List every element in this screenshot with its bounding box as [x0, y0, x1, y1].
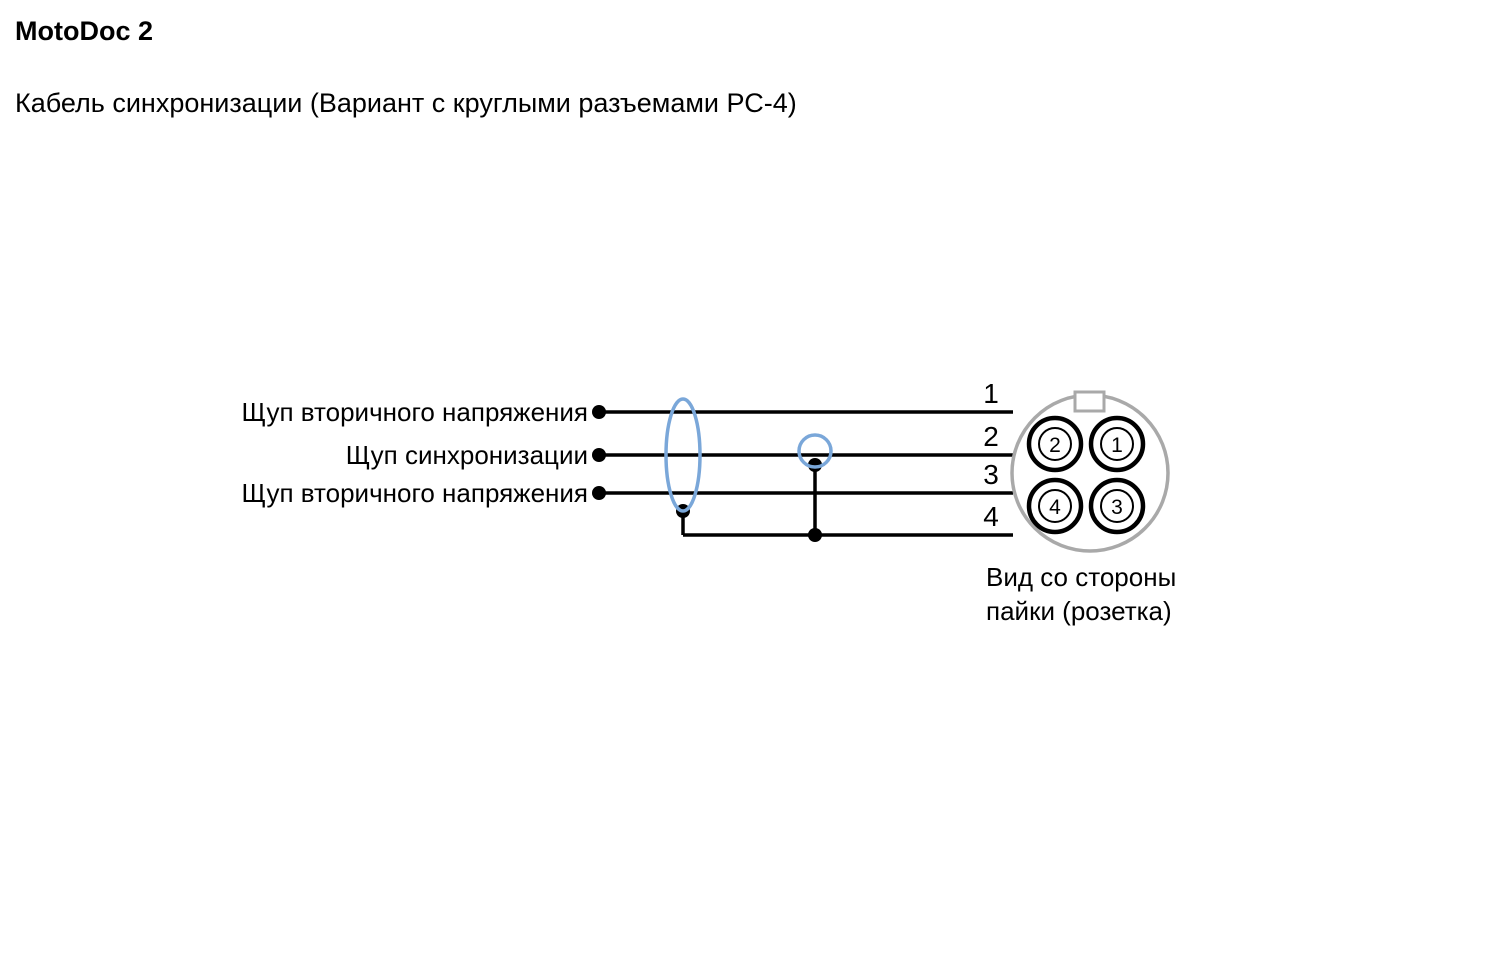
pin-1-label: 1	[1111, 434, 1123, 457]
app-title: MotoDoc 2	[15, 16, 153, 46]
connector-caption-line1: Вид со стороны	[986, 562, 1177, 592]
connector-caption-line2: пайки (розетка)	[986, 596, 1172, 626]
wire-2-label: Щуп синхронизации	[346, 440, 588, 470]
wire-row-3: Щуп вторичного напряжения 3	[242, 459, 1013, 508]
connector-pin-2: 2	[1026, 415, 1084, 473]
twisted-pair-marker	[664, 397, 702, 513]
wire-row-1: Щуп вторичного напряжения 1	[242, 378, 1013, 427]
wire-4-pin-number: 4	[983, 501, 999, 532]
coax-shield-dot	[808, 458, 822, 472]
connector-pin-1: 1	[1088, 415, 1146, 473]
connector-face: 2 1 4 3	[1010, 390, 1170, 553]
connector-caption: Вид со стороны пайки (розетка)	[986, 560, 1176, 628]
wire-1-label: Щуп вторичного напряжения	[242, 397, 588, 427]
diagram-title: Кабель синхронизации (Вариант с круглыми…	[15, 88, 797, 118]
pin-3-inner-ring	[1100, 489, 1134, 523]
wire-row-2: Щуп синхронизации 2	[346, 421, 1013, 470]
wire-1-pin-number: 1	[983, 378, 999, 409]
connector-pin-3: 3	[1088, 477, 1146, 535]
wire-3-pin-number: 3	[983, 459, 999, 490]
bus-junction-dot	[808, 528, 822, 542]
connector-key-notch	[1073, 390, 1106, 413]
pin-1-inner-ring	[1100, 427, 1134, 461]
wire-row-4: 4	[683, 501, 1013, 537]
pin-3-label: 3	[1111, 496, 1123, 519]
connector-outline	[1010, 393, 1170, 553]
connector-pin-4: 4	[1026, 477, 1084, 535]
wire-3-label: Щуп вторичного напряжения	[242, 478, 588, 508]
wire-2-pin-number: 2	[983, 421, 999, 452]
pin-4-inner-ring	[1038, 489, 1072, 523]
coax-shield-marker	[797, 433, 833, 469]
pin-2-inner-ring	[1038, 427, 1072, 461]
pin-4-label: 4	[1049, 496, 1061, 519]
pin-2-label: 2	[1049, 434, 1061, 457]
